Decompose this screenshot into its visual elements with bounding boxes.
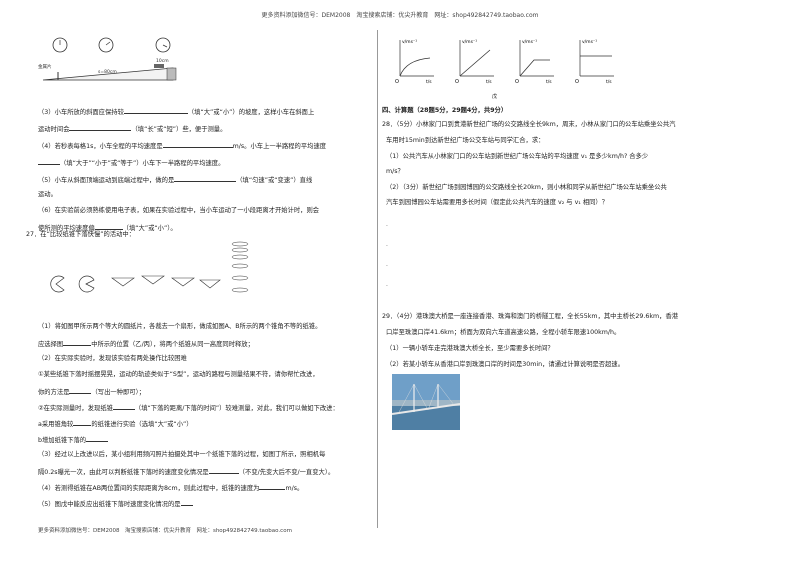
q28-line1: 28．（5分）小林家门口到贵港新世纪广场的公交路线全长9km，周末，小林从家门口…	[382, 121, 676, 128]
q26-5-line1: （5）小车从斜面顶端运动到底端过程中，做的是（填“匀速”或“变速”）直线	[38, 174, 312, 185]
cart	[154, 64, 164, 68]
q28-line3: （1）公共汽车从小林家门口的公车站到新世纪广场公车站的平均速度 v₁ 是多少km…	[386, 153, 649, 160]
graph-3-origin: O	[515, 79, 519, 85]
q27-2-line3: 你的方法是（写出一种即可）；	[38, 386, 145, 397]
q27-3-line1: （3）经过以上改进以后，某小组利用频闪照片拍摄处其中一个纸锥下落的过程，如图丁所…	[38, 451, 326, 458]
answer-space[interactable]: .	[386, 241, 388, 248]
stopwatch-icon	[52, 37, 68, 53]
answer-blank[interactable]	[38, 157, 60, 165]
answer-space[interactable]: .	[386, 281, 388, 288]
graph-3-ylabel: v/ms⁻¹	[522, 39, 537, 45]
q26-6-line1: （6）在实验前必须熟练使用电子表，如果在实验过程中，当小车运动了一小段距离才开始…	[38, 207, 320, 214]
answer-blank[interactable]	[180, 498, 193, 506]
q27-2-line6: b增加纸锥下落的	[38, 434, 109, 445]
cone-c	[171, 277, 195, 287]
answer-blank[interactable]	[208, 466, 239, 474]
q27-2-line5: a采用锥角较的纸锥进行实验（选填“大”或“小”）	[38, 418, 193, 429]
q28-line5: （2）（3分）新世纪广场到园博园的公交路线全长20km，则小林和同学从新世纪广场…	[386, 184, 667, 191]
graph-1: v/ms⁻¹ t/s O	[395, 39, 434, 85]
answer-blank[interactable]	[69, 386, 92, 394]
metal-plate-label: 金属片	[38, 63, 52, 70]
q27-title: 27．在“比较纸锥下落快慢”的活动中：	[26, 231, 135, 238]
stopwatch-icon	[98, 37, 114, 53]
q27-2-line1: （2）在实际实验时，发现该实验有两处操作比较困难	[38, 355, 187, 362]
answer-blank[interactable]	[94, 222, 123, 230]
velocity-time-graphs: v/ms⁻¹ t/s O v/ms⁻¹ t/s O v/ms⁻¹ t/s O v…	[395, 39, 614, 100]
graph-2-xlabel: t/s	[486, 79, 492, 85]
bridge-photo	[392, 374, 460, 430]
graph-1-xlabel: t/s	[426, 79, 432, 85]
q27-1-line2: 应选择图中所示的位置（乙/丙），将两个纸锥从同一高度同时释放；	[38, 338, 254, 349]
answer-blank[interactable]	[112, 402, 135, 410]
paper-disc-cut	[78, 275, 95, 293]
graph-4-xlabel: t/s	[606, 79, 612, 85]
graph-4: v/ms⁻¹ t/s O	[575, 39, 614, 85]
graph-1-ylabel: v/ms⁻¹	[402, 39, 417, 45]
page-footer: 更多资料添加微信号：DEM2008 淘宝搜索店铺：优尖升教育 网址：shop49…	[38, 528, 292, 534]
answer-blank[interactable]	[162, 140, 233, 148]
q28-line4: m/s？	[386, 168, 404, 175]
answer-blank[interactable]	[63, 338, 92, 346]
graph-2: v/ms⁻¹ t/s O	[455, 39, 494, 85]
cone-b	[141, 275, 165, 285]
graph-1-origin: O	[395, 79, 399, 85]
graph-2-origin: O	[455, 79, 459, 85]
incline-figure: 金属片 s=80cm 10cm	[38, 37, 177, 81]
q28-line2: 车用时15min到达新世纪广场公交车站与同学汇合，求：	[386, 137, 545, 144]
answer-space[interactable]: .	[386, 221, 388, 228]
stroboscopic-cones	[231, 241, 249, 293]
q28-line6: 汽车到园博园公车站需要用多长时间（假定此公共汽车的速度 v₂ 与 v₁ 相同）？	[386, 199, 609, 206]
support-block	[166, 67, 177, 81]
q27-3-line2: 隔0.2s曝光一次，由此可以判断纸锥下落时的速度变化情况是（不变/先变大后不变/…	[38, 466, 334, 477]
q29-line4: （2）若某小轿车从香港口岸到珠澳口岸的时间是30min，请通过计算说明是否超速。	[386, 361, 624, 368]
answer-blank[interactable]	[174, 174, 237, 182]
graph-4-ylabel: v/ms⁻¹	[582, 39, 597, 45]
graph-3: v/ms⁻¹ t/s O	[515, 39, 554, 85]
fig-wu-label: 戊	[492, 93, 497, 100]
q26-5-line2: 运动。	[38, 191, 57, 198]
graph-2-ylabel: v/ms⁻¹	[462, 39, 477, 45]
answer-blank[interactable]	[259, 482, 286, 490]
q29-line2: 口岸至珠澳口岸41.6km；桥面为双向六车道高速公路，全程小轿车限速100km/…	[386, 329, 621, 336]
q26-3-line2: 运动时间会（填“长”或“短”）些，便于测量。	[38, 123, 226, 134]
graph-4-origin: O	[575, 79, 579, 85]
section-4-title: 四、计算题（28题5分，29题4分，共9分）	[382, 107, 508, 114]
paper-disc-cut	[50, 275, 65, 293]
page-header: 更多资料添加微信号：DEM2008 淘宝搜索店铺：优尖升教育 网址：shop49…	[261, 12, 539, 19]
cone-a	[111, 277, 135, 287]
answer-space[interactable]: .	[386, 261, 388, 268]
q27-2-line4: ②在实际测量时，发现纸锥（填“下落的距离/下落的时间”）较难测量，对此，我们可以…	[38, 402, 339, 413]
answer-blank[interactable]	[86, 434, 109, 442]
q27-5-line1: （5）图戊中能反应出纸锥下落时速度变化情况的是	[38, 498, 193, 509]
height-label: 10cm	[156, 58, 169, 64]
q26-4-line2: （填“大于”“小于”或“等于”）小车下一半路程的平均速度。	[38, 157, 224, 168]
answer-blank[interactable]	[123, 106, 188, 114]
q27-2-line2: ①某些纸锥下落时摇摆晃晃，运动的轨迹类似于“S型”，运动的路程与测量结果不符，请…	[38, 371, 319, 378]
answer-blank[interactable]	[69, 123, 132, 131]
answer-blank[interactable]	[73, 418, 92, 426]
stopwatch-icon	[155, 37, 171, 53]
q27-1-line1: （1）将如图甲所示两个等大的圆纸片，各裁去一个扇形，做成如图A、B所示的两个锥角…	[38, 323, 322, 330]
graph-3-xlabel: t/s	[546, 79, 552, 85]
q26-6-line2: 使所测的平均速度偏（填“大”或“小”）。	[38, 222, 177, 233]
q29-line3: （1）一辆小轿车走完港珠澳大桥全长，至少需要多长时间？	[386, 345, 554, 352]
paper-cone-figure	[50, 241, 249, 293]
distance-label: s=80cm	[98, 69, 117, 75]
q29-line1: 29．（4分）港珠澳大桥是一座连接香港、珠海和澳门的桥隧工程，全长55km，其中…	[382, 313, 679, 320]
column-divider	[377, 30, 378, 528]
cone-d	[199, 279, 221, 289]
q26-3-line1: （3）小车所放的斜面应保持较（填“大”或“小”）的坡度，这样小车在斜面上	[38, 106, 314, 117]
